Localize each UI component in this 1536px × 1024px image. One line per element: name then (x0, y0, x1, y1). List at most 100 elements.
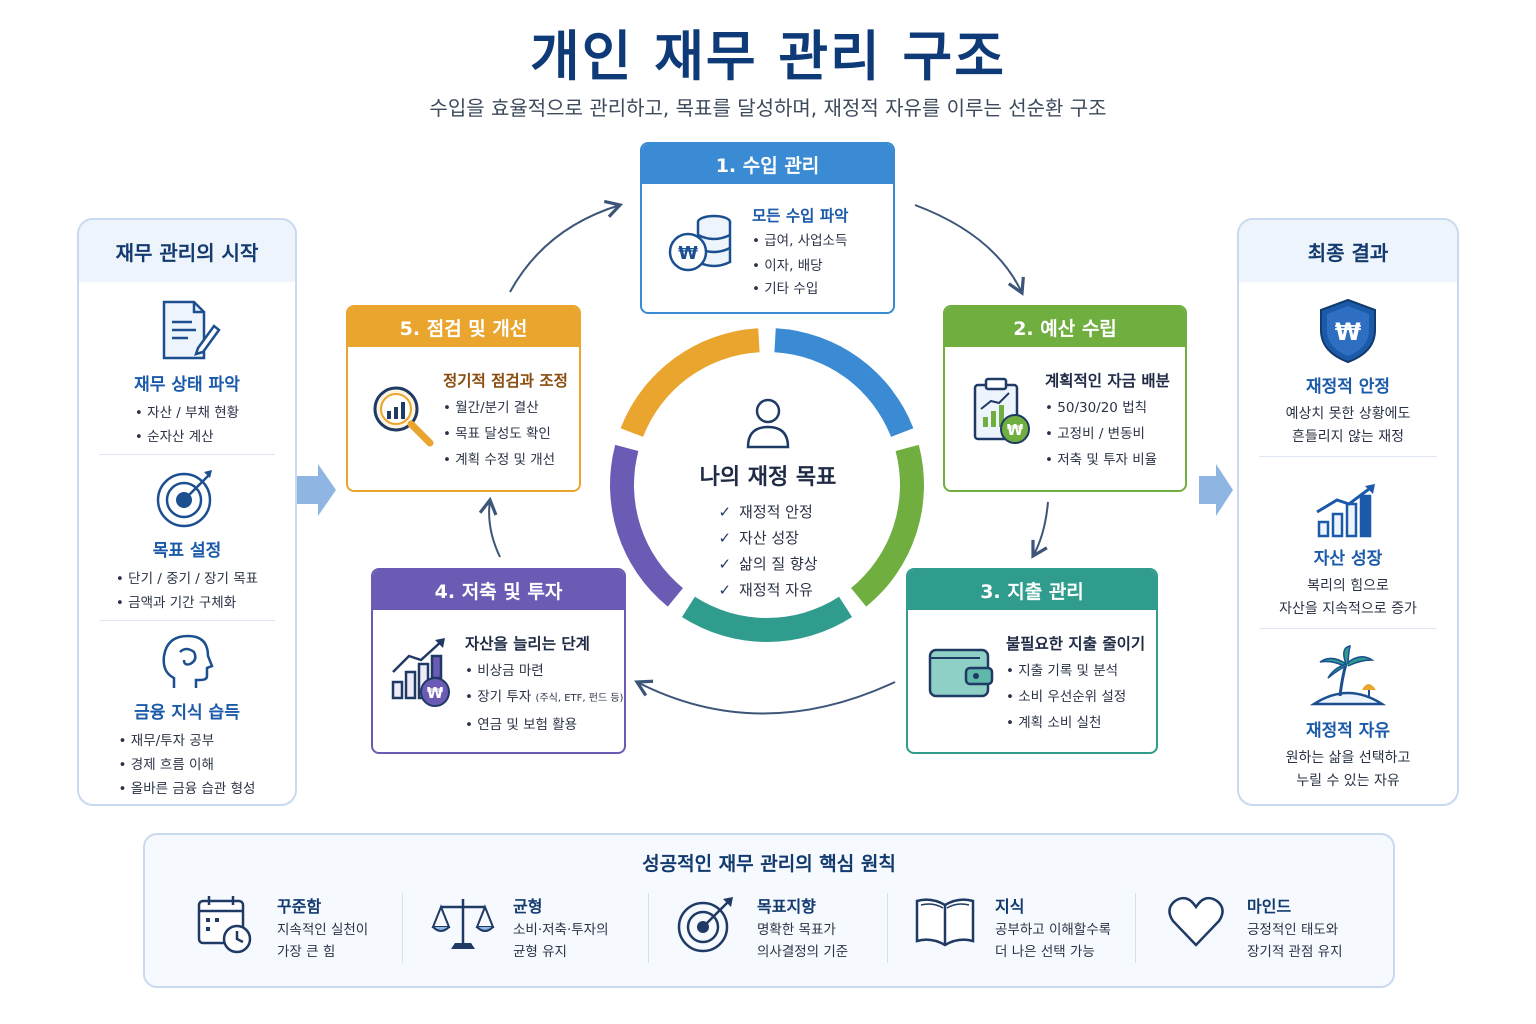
left-panel: 재무 관리의 시작 재무 상태 파악 자산 / 부채 현황 순자산 계산 목표 … (77, 218, 297, 806)
step-item: 이자, 배당 (752, 254, 847, 278)
divider (99, 620, 275, 621)
list-item: 경제 흐름 이해 (119, 753, 256, 777)
divider (99, 454, 275, 455)
step-card-spending: 3. 지출 관리 불필요한 지출 줄이기 지출 기록 및 분석 소비 우선순위 … (906, 568, 1158, 754)
wallet-icon (928, 648, 994, 698)
check-icon: ✓ (718, 529, 732, 547)
step-header: 4. 저축 및 투자 (373, 570, 624, 610)
svg-text:₩: ₩ (427, 684, 444, 702)
step-item: 소비 우선순위 설정 (1006, 684, 1126, 710)
separator (648, 893, 649, 963)
step-card-savings-investment: 4. 저축 및 투자 ₩ 자산을 늘리는 단계 비상금 마련 장기 투자 (주식… (371, 568, 626, 754)
description-line: 원하는 삶을 선택하고 (1285, 750, 1411, 766)
page-subtitle: 수입을 효율적으로 관리하고, 목표를 달성하며, 재정적 자유를 이루는 선순… (429, 96, 1107, 120)
right-flow-arrow (1199, 464, 1233, 516)
step-item: 저축 및 투자 비율 (1045, 447, 1157, 473)
step-header: 1. 수입 관리 (642, 144, 893, 184)
principle-line: 긍정적인 태도와 (1247, 922, 1339, 938)
step-item: 50/30/20 법칙 (1045, 395, 1157, 421)
step-header: 5. 점검 및 개선 (348, 307, 579, 347)
arrow-2-to-3 (1031, 501, 1049, 559)
target-arrow-icon (677, 897, 733, 953)
description-line: 예상치 못한 상황에도 (1285, 406, 1411, 422)
principle-line: 의사결정의 기준 (757, 944, 849, 960)
step-subtitle: 정기적 점검과 조정 (443, 372, 568, 390)
step-card-income: 1. 수입 관리 ₩ 모든 수입 파악 급여, 사업소득 이자, 배당 기타 수… (640, 142, 895, 314)
bar-growth-icon: ₩ (391, 638, 450, 707)
head-brain-icon (162, 634, 214, 688)
person-icon (746, 398, 790, 449)
arrow-4-to-5 (478, 496, 501, 558)
step-subtitle: 모든 수입 파악 (752, 207, 849, 225)
section-title: 금융 지식 습득 (134, 703, 240, 723)
step-item: 월간/분기 결산 (443, 395, 555, 421)
section-title: 재정적 자유 (1305, 721, 1391, 741)
separator (887, 893, 888, 963)
description-line: 누릴 수 있는 자유 (1296, 773, 1400, 789)
svg-text:₩: ₩ (1007, 421, 1024, 439)
principle-title: 마인드 (1247, 897, 1292, 916)
step-header: 2. 예산 수립 (945, 307, 1185, 347)
principle-title: 목표지향 (757, 897, 816, 916)
step-item-note: (주식, ETF, 펀드 등) (535, 693, 624, 704)
list-item: 순자산 계산 (135, 425, 239, 449)
list-item: 자산 / 부채 현황 (135, 401, 239, 425)
page-title: 개인 재무 관리 구조 (530, 25, 1006, 88)
section-goal-setting: 목표 설정 단기 / 중기 / 장기 목표 금액과 기간 구체화 (79, 466, 295, 615)
step-item: 고정비 / 변동비 (1045, 421, 1157, 447)
principle-line: 더 나은 선택 가능 (995, 944, 1095, 960)
principle-title: 균형 (513, 897, 543, 916)
check-icon: ✓ (718, 503, 732, 521)
section-title: 목표 설정 (152, 541, 222, 561)
principle-title: 꾸준함 (277, 897, 322, 916)
step-item: 계획 소비 실천 (1006, 710, 1126, 736)
center-item-text: 재정적 안정 (739, 503, 813, 521)
description-line: 복리의 힘으로 (1307, 578, 1389, 594)
ring-segment-step-4 (610, 444, 683, 607)
principle-line: 균형 유지 (513, 944, 567, 960)
check-icon: ✓ (718, 555, 732, 573)
principle-line: 장기적 관점 유지 (1247, 944, 1343, 960)
separator (402, 893, 403, 963)
principle-line: 지속적인 실천이 (277, 922, 369, 938)
section-financial-status: 재무 상태 파악 자산 / 부채 현황 순자산 계산 (79, 296, 295, 449)
arrow-1-to-2 (914, 204, 1025, 296)
calendar-clock-icon (197, 896, 252, 954)
step-item: 장기 투자 (주식, ETF, 펀드 등) (465, 684, 623, 712)
svg-text:₩: ₩ (1335, 318, 1362, 346)
principle-line: 명확한 목표가 (757, 922, 836, 938)
center-item: ✓삶의 질 향상 (718, 551, 817, 577)
magnifier-chart-icon (373, 386, 434, 447)
section-financial-literacy: 금융 지식 습득 재무/투자 공부 경제 흐름 이해 올바른 금융 습관 형성 (79, 630, 295, 801)
ring-segment-step-1 (774, 328, 914, 437)
step-item: 지출 기록 및 분석 (1006, 658, 1126, 684)
section-title: 재무 상태 파악 (134, 375, 240, 395)
cycle-ring (610, 328, 924, 642)
principle-line: 소비·저축·투자의 (513, 922, 609, 938)
step-header: 3. 지출 관리 (908, 570, 1156, 610)
step-item: 연금 및 보험 활용 (465, 712, 623, 738)
step-subtitle: 자산을 늘리는 단계 (465, 635, 590, 653)
coins-icon: ₩ (668, 214, 732, 272)
center-item: ✓ 재정적 안정 (718, 499, 817, 525)
center-goal: 나의 재정 목표 ✓재정적 안정 ✓자산 성장 ✓삶의 질 향상 ✓재정적 자유 (668, 395, 868, 603)
section-title: 재정적 안정 (1305, 377, 1391, 397)
left-panel-heading: 재무 관리의 시작 (79, 220, 295, 282)
list-item: 금액과 기간 구체화 (116, 591, 258, 615)
center-title: 나의 재정 목표 (699, 465, 837, 490)
center-item-text: 재정적 자유 (739, 581, 813, 599)
step-card-budget: 2. 예산 수립 ₩ 계획적인 자금 배분 50/30/20 법칙 고정비 / … (943, 305, 1187, 492)
list-item: 재무/투자 공부 (119, 729, 256, 753)
growth-chart-icon (1316, 484, 1375, 538)
step-card-review: 5. 점검 및 개선 정기적 점검과 조정 월간/분기 결산 목표 달성도 확인… (346, 305, 581, 492)
list-item: 단기 / 중기 / 장기 목표 (116, 567, 258, 591)
open-book-icon (915, 898, 975, 947)
clipboard-chart-icon: ₩ (973, 377, 1030, 444)
divider (1259, 628, 1437, 629)
